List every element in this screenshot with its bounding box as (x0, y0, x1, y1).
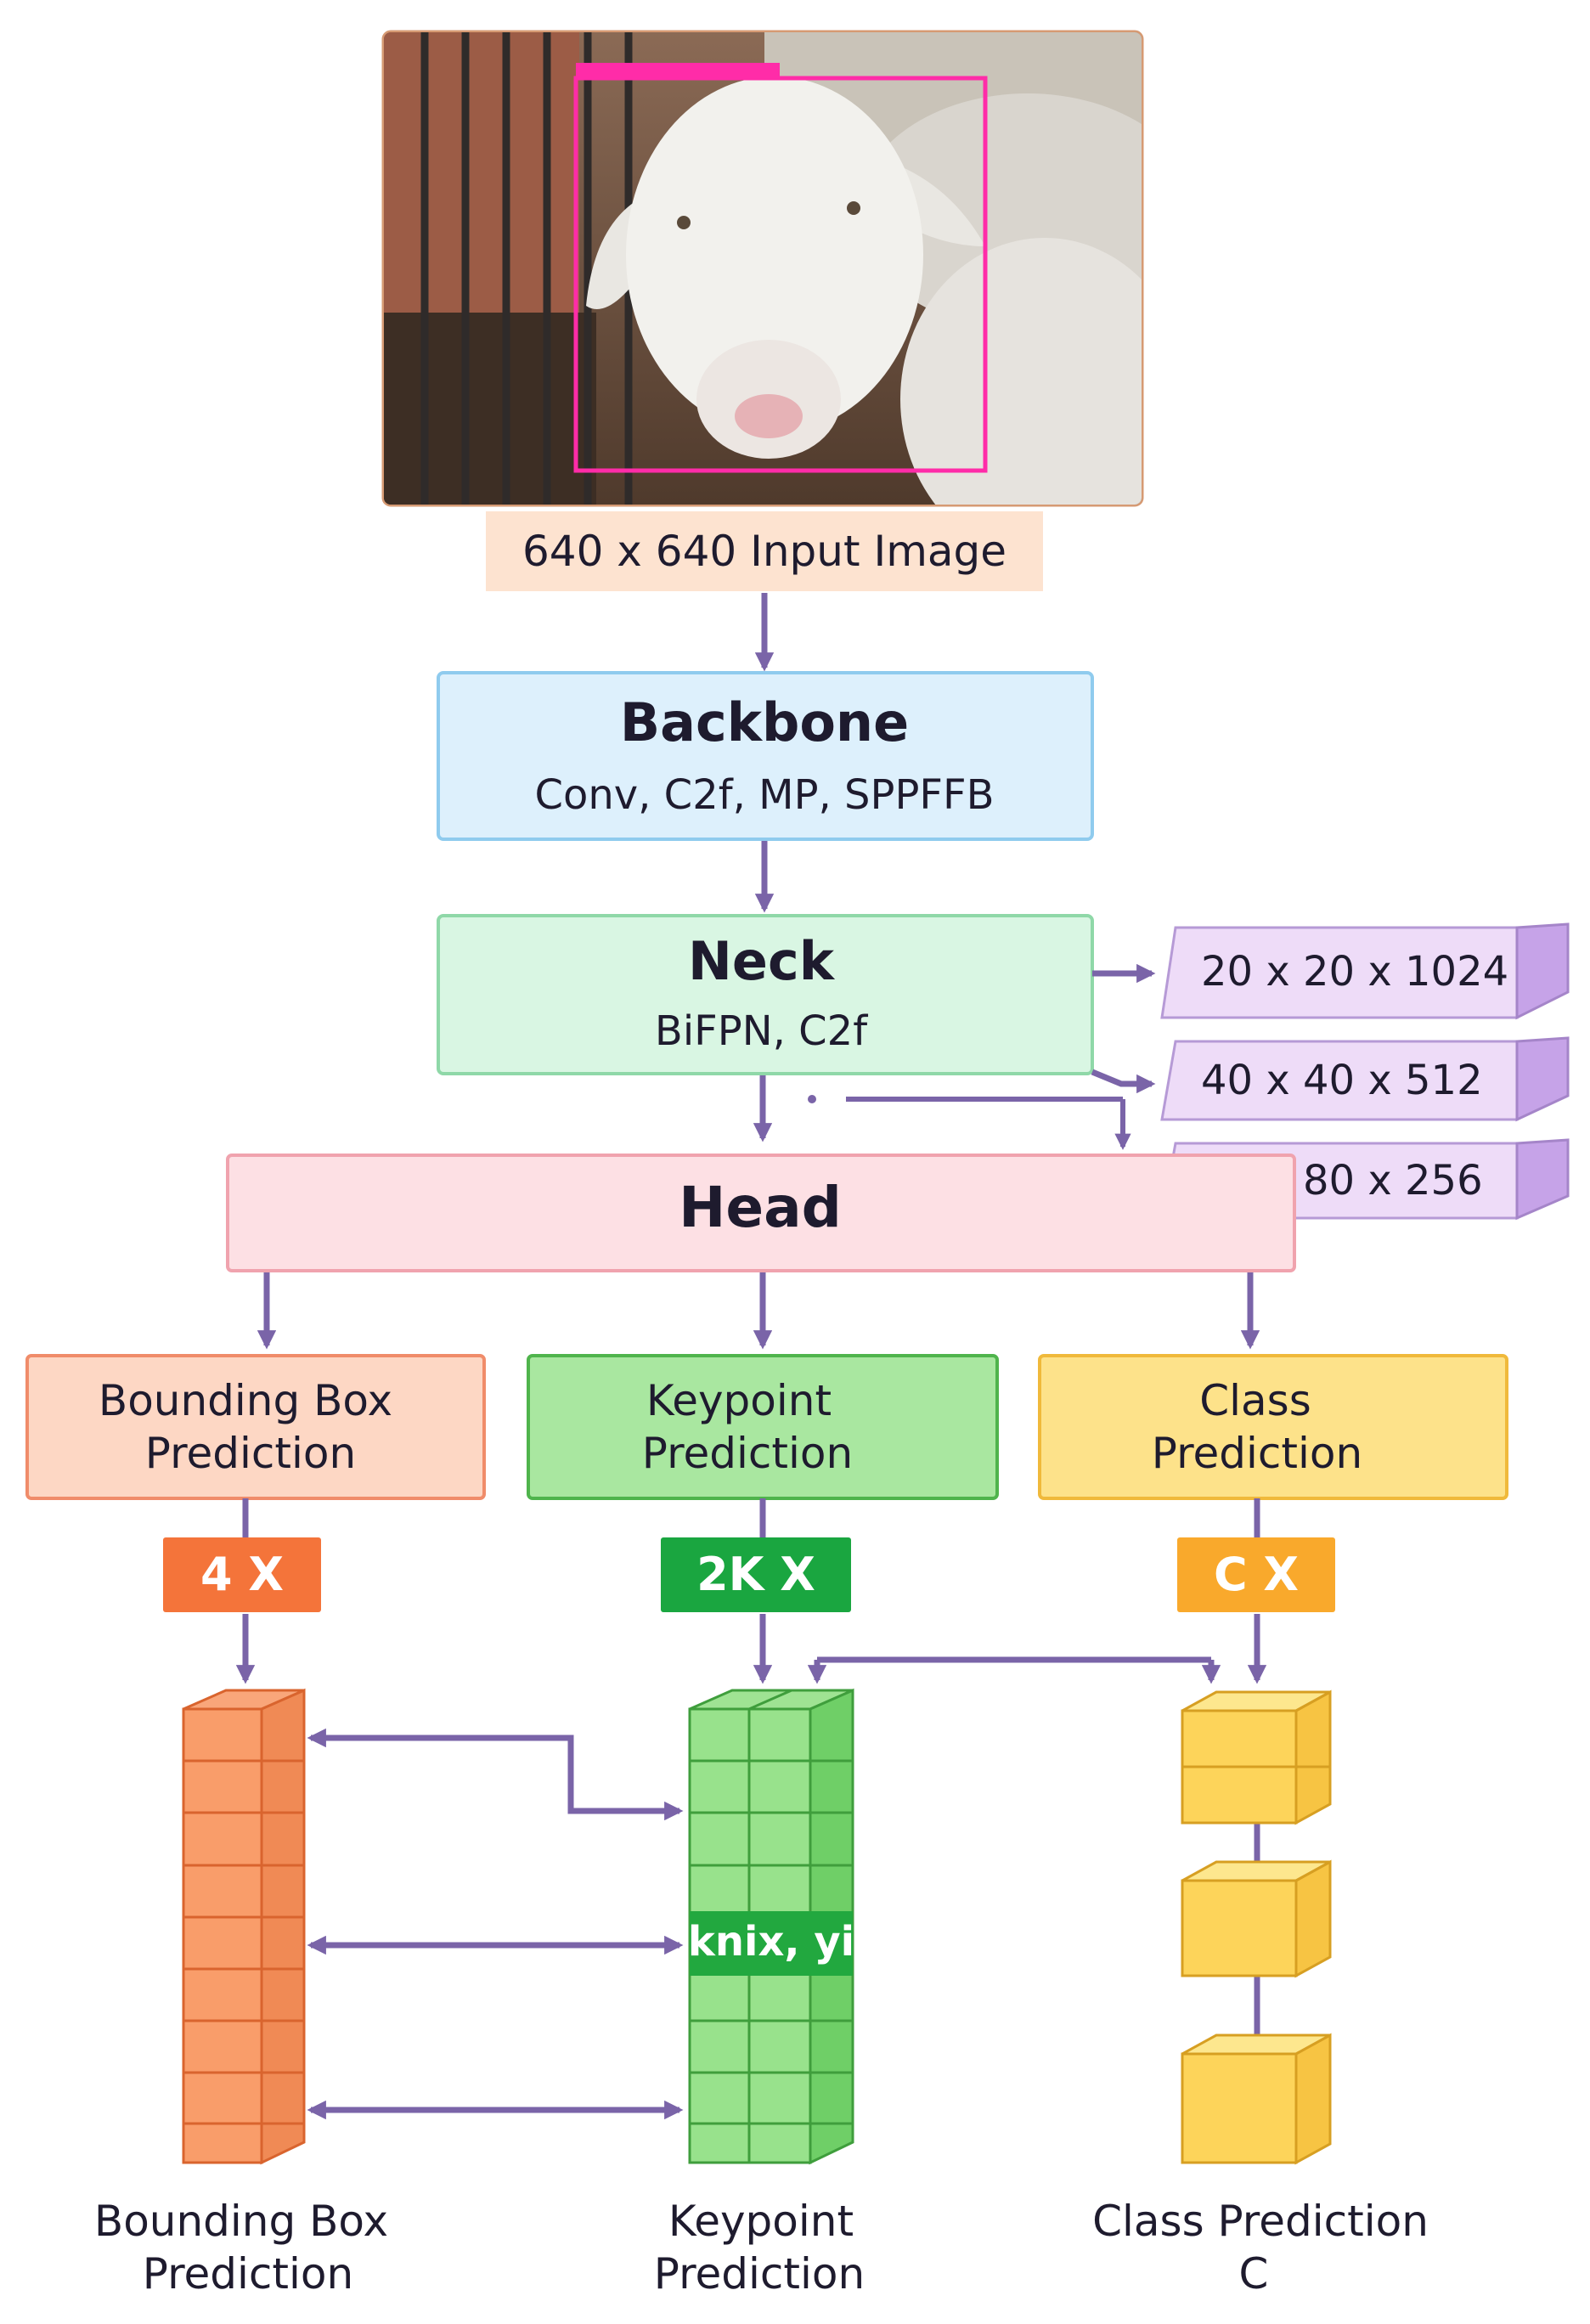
keypoint-tensor-label: knix, yi (688, 1918, 854, 1966)
bottom-keypoint-line2: Prediction (654, 2249, 865, 2299)
class-prediction-line1: Class (1199, 1376, 1311, 1425)
bottom-class-line2: C (1239, 2249, 1269, 2299)
backbone-block: Backbone Conv, C2f, MP, SPPFFB (437, 671, 1094, 841)
class-cube-3 (1181, 2033, 1332, 2165)
class-prediction-line2: Prediction (1152, 1429, 1362, 1478)
neck-block: Neck BiFPN, C2f (437, 914, 1094, 1075)
bottom-class-line1: Class Prediction (1092, 2197, 1429, 2246)
feature-map-20-label: 20 x 20 x 1024 (1201, 948, 1508, 996)
arrow-bbox-keypoint-top (307, 1728, 684, 1821)
sheep-face-photo (384, 32, 1142, 505)
keypoint-multiplier-badge: 2K X (661, 1537, 851, 1612)
bbox-prediction-line1: Bounding Box (99, 1376, 392, 1425)
bbox-multiplier-badge: 4 X (163, 1537, 321, 1612)
bottom-keypoint-line1: Keypoint (668, 2197, 854, 2246)
class-cube-2 (1181, 1859, 1332, 1978)
backbone-title: Backbone (620, 691, 909, 753)
class-prediction-block: Class Prediction (1038, 1354, 1508, 1500)
class-multiplier: C X (1214, 1548, 1299, 1601)
bottom-bbox-line2: Prediction (143, 2249, 353, 2299)
class-cube-1 (1181, 1689, 1332, 1825)
class-multiplier-badge: C X (1177, 1537, 1335, 1612)
keypoint-prediction-block: Keypoint Prediction (527, 1354, 999, 1500)
feature-map-40: 40 x 40 x 512 (1160, 1036, 1570, 1122)
keypoint-prediction-line2: Prediction (642, 1429, 853, 1478)
feature-map-40-label: 40 x 40 x 512 (1201, 1057, 1483, 1104)
bbox-prediction-line2: Prediction (145, 1429, 356, 1478)
input-caption: 640 x 640 Input Image (486, 511, 1043, 591)
input-caption-text: 640 x 640 Input Image (522, 527, 1006, 576)
keypoint-tensor: knix, yi (688, 1688, 854, 2165)
arrow-neck-to-feature-40 (1091, 1069, 1156, 1094)
bbox-tensor (182, 1688, 306, 2165)
head-block: Head (226, 1154, 1296, 1272)
bottom-bbox-line1: Bounding Box (94, 2197, 388, 2246)
neck-subtitle: BiFPN, C2f (655, 1007, 868, 1055)
head-title: Head (679, 1175, 842, 1240)
keypoint-multiplier: 2K X (696, 1548, 815, 1601)
bbox-multiplier: 4 X (200, 1548, 284, 1601)
neck-title: Neck (688, 930, 836, 992)
backbone-subtitle: Conv, C2f, MP, SPPFFB (534, 771, 994, 819)
keypoint-prediction-line1: Keypoint (646, 1376, 832, 1425)
bbox-prediction-block: Bounding Box Prediction (25, 1354, 486, 1500)
input-image (381, 30, 1144, 507)
connector-dot (808, 1095, 816, 1103)
feature-map-20: 20 x 20 x 1024 (1160, 922, 1570, 1020)
keypoint-tensor-label-band (690, 1911, 853, 1976)
class-tensor (1181, 1689, 1332, 2165)
